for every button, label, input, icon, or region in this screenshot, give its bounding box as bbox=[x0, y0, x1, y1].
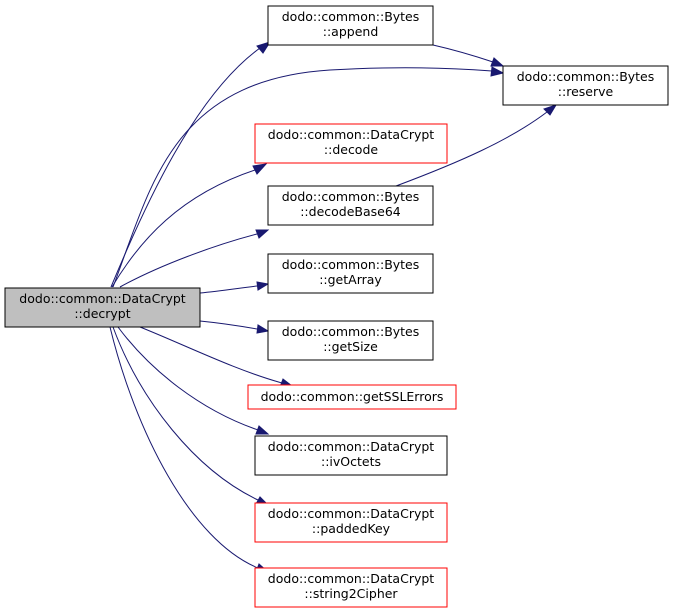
node-ivOctets[interactable]: dodo::common::DataCrypt ::ivOctets bbox=[254, 435, 448, 476]
node-getArray-box bbox=[267, 253, 434, 294]
edge-decrypt-to-decodeBase64-arrow bbox=[255, 229, 270, 239]
node-ivOctets-line2: ::ivOctets bbox=[321, 454, 381, 469]
edge-decrypt-to-getSize bbox=[199, 320, 258, 330]
node-reserve-line2: ::reserve bbox=[558, 84, 614, 99]
node-string2Cipher-box bbox=[254, 567, 448, 608]
edge-decrypt-to-getArray-arrow bbox=[256, 281, 270, 291]
edge-decrypt-to-append-arrow bbox=[256, 41, 272, 54]
edge-decrypt-to-paddedKey bbox=[112, 326, 259, 501]
node-decode-line1: dodo::common::DataCrypt bbox=[268, 127, 434, 142]
node-ivOctets-line1: dodo::common::DataCrypt bbox=[268, 439, 434, 454]
node-reserve-box bbox=[502, 65, 669, 106]
node-layer: dodo::common::DataCrypt ::decrypt dodo::… bbox=[4, 5, 669, 608]
edge-decrypt-to-getSize-arrow bbox=[256, 324, 270, 334]
node-decrypt[interactable]: dodo::common::DataCrypt ::decrypt bbox=[4, 287, 201, 328]
edge-decrypt-to-decode-arrow bbox=[252, 163, 268, 175]
node-getSSLErrors-box bbox=[247, 384, 457, 410]
node-getSize[interactable]: dodo::common::Bytes ::getSize bbox=[267, 320, 434, 361]
node-getArray-line2: ::getArray bbox=[319, 272, 382, 287]
node-decrypt-line2: ::decrypt bbox=[74, 306, 130, 321]
node-decodeBase64-line2: ::decodeBase64 bbox=[300, 204, 401, 219]
node-getSSLErrors-line1: dodo::common::getSSLErrors bbox=[261, 389, 444, 404]
node-ivOctets-box bbox=[254, 435, 448, 476]
edge-decrypt-to-decode bbox=[111, 169, 256, 288]
node-paddedKey-line2: ::paddedKey bbox=[312, 521, 391, 536]
node-paddedKey-line1: dodo::common::DataCrypt bbox=[268, 506, 434, 521]
node-string2Cipher-line2: ::string2Cipher bbox=[304, 586, 398, 601]
node-decodeBase64-box bbox=[267, 185, 434, 226]
edge-decrypt-to-getSSLErrors bbox=[139, 326, 283, 384]
edge-append-to-reserve-arrow bbox=[490, 57, 505, 67]
node-getArray-line1: dodo::common::Bytes bbox=[282, 257, 420, 272]
edge-decodeBase64-to-reserve bbox=[395, 111, 548, 187]
node-paddedKey[interactable]: dodo::common::DataCrypt ::paddedKey bbox=[254, 502, 448, 543]
node-decode-line2: ::decode bbox=[324, 142, 379, 157]
node-getSize-line2: ::getSize bbox=[323, 339, 378, 354]
node-append[interactable]: dodo::common::Bytes ::append bbox=[267, 5, 434, 46]
node-decrypt-line1: dodo::common::DataCrypt bbox=[19, 291, 185, 306]
edge-decrypt-to-reserve-arrow bbox=[490, 66, 505, 77]
edge-decrypt-to-decodeBase64 bbox=[119, 233, 258, 288]
edge-layer bbox=[109, 41, 558, 573]
node-getSize-line1: dodo::common::Bytes bbox=[282, 324, 420, 339]
edge-decrypt-to-ivOctets-arrow bbox=[255, 425, 270, 435]
edge-decrypt-to-append bbox=[110, 47, 261, 288]
node-append-box bbox=[267, 5, 434, 46]
edge-decrypt-to-getArray bbox=[199, 285, 258, 294]
node-getSSLErrors[interactable]: dodo::common::getSSLErrors bbox=[247, 384, 457, 410]
edge-decrypt-to-reserve bbox=[112, 67, 493, 288]
edge-decrypt-to-string2Cipher bbox=[109, 326, 259, 569]
edge-decodeBase64-to-reserve-arrow bbox=[543, 104, 558, 116]
node-decode[interactable]: dodo::common::DataCrypt ::decode bbox=[254, 123, 448, 164]
edge-decrypt-to-ivOctets bbox=[117, 326, 259, 431]
node-decodeBase64[interactable]: dodo::common::Bytes ::decodeBase64 bbox=[267, 185, 434, 226]
node-reserve-line1: dodo::common::Bytes bbox=[517, 69, 655, 84]
node-string2Cipher-line1: dodo::common::DataCrypt bbox=[268, 571, 434, 586]
node-string2Cipher[interactable]: dodo::common::DataCrypt ::string2Cipher bbox=[254, 567, 448, 608]
node-decrypt-box bbox=[4, 287, 201, 328]
node-append-line2: ::append bbox=[323, 24, 379, 39]
node-getArray[interactable]: dodo::common::Bytes ::getArray bbox=[267, 253, 434, 294]
node-decodeBase64-line1: dodo::common::Bytes bbox=[282, 189, 420, 204]
node-getSize-box bbox=[267, 320, 434, 361]
node-reserve[interactable]: dodo::common::Bytes ::reserve bbox=[502, 65, 669, 106]
node-decode-box bbox=[254, 123, 448, 164]
edge-append-to-reserve bbox=[432, 44, 494, 63]
node-paddedKey-box bbox=[254, 502, 448, 543]
node-append-line1: dodo::common::Bytes bbox=[282, 9, 420, 24]
